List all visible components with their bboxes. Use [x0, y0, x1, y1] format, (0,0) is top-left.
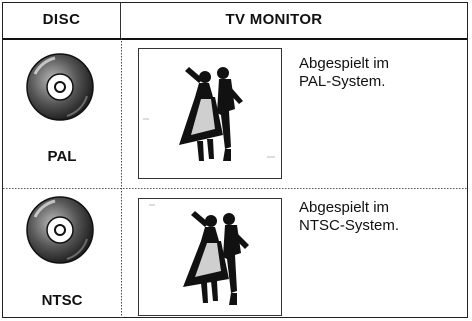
disc-label-ntsc: NTSC [41, 292, 83, 309]
header-disc: DISC [3, 3, 121, 38]
tv-monitor-frame [138, 198, 282, 316]
disc-label-pal: PAL [47, 148, 77, 165]
dancing-couple-icon [143, 67, 275, 161]
table-row-ntsc: NTSC [3, 190, 467, 318]
tv-monitor-frame [138, 48, 282, 179]
description-pal: Abgespielt im PAL-System. [299, 55, 459, 91]
dancing-couple-icon [149, 204, 249, 305]
description-ntsc: Abgespielt im NTSC-System. [299, 199, 459, 235]
column-divider [121, 38, 122, 318]
disc-tv-table: DISC TV MONITOR PAL [2, 2, 468, 318]
disc-icon [25, 195, 95, 265]
table-row-pal: PAL [3, 40, 467, 188]
disc-icon [25, 52, 95, 122]
table-header: DISC TV MONITOR [3, 3, 467, 40]
header-tv-monitor: TV MONITOR [225, 11, 323, 28]
description-line: Abgespielt im [299, 55, 390, 72]
description-line: PAL-System. [299, 73, 386, 90]
description-line: Abgespielt im [299, 199, 390, 216]
description-line: NTSC-System. [299, 217, 400, 234]
row-divider [3, 188, 467, 189]
